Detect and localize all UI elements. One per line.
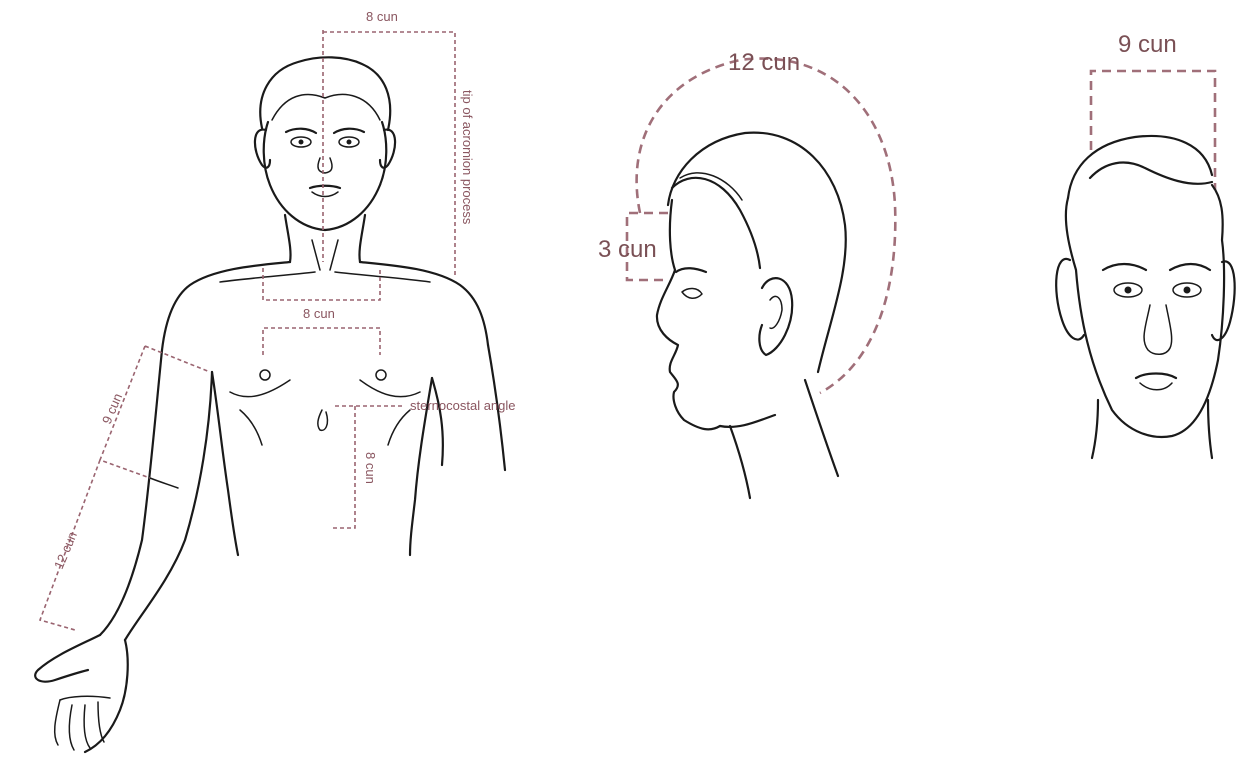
label-shoulder-width: 8 cun <box>366 9 398 24</box>
nipple-bracket <box>263 328 380 355</box>
torso-figure: 8 cun tip of acromion process 8 cun ster… <box>35 9 515 752</box>
label-head-arc: 12 cun <box>728 49 800 76</box>
shoulder-top-measure <box>323 32 455 278</box>
label-nipple-width: 8 cun <box>303 306 335 321</box>
label-forearm: 12 cun <box>51 529 80 571</box>
profile-head-figure: 12 cun 3 cun <box>598 49 895 498</box>
label-forehead: 3 cun <box>598 236 657 263</box>
label-upper-arm: 9 cun <box>99 391 125 426</box>
label-front-head: 9 cun <box>1118 31 1177 58</box>
sternum-vertical-measure <box>333 406 355 528</box>
label-sternum-down: 8 cun <box>363 452 378 484</box>
front-head-figure: 9 cun <box>1056 31 1235 458</box>
clavicle-bracket <box>263 268 380 300</box>
label-sternocostal: sternocostal angle <box>410 398 516 413</box>
label-acromion: tip of acromion process <box>460 90 475 225</box>
